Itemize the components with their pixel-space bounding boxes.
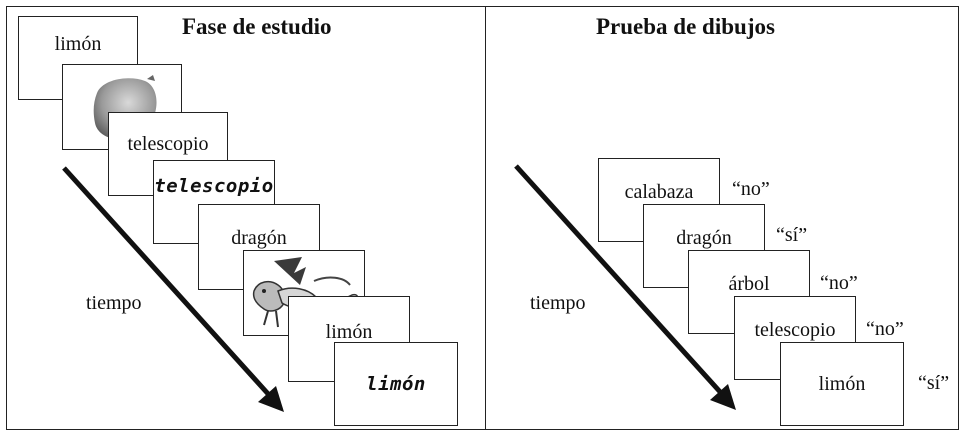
test-response-4: “no” (866, 318, 904, 340)
figure-frame (6, 6, 959, 430)
study-phase-title: Fase de estudio (182, 14, 332, 39)
test-card-5: limón (780, 342, 904, 426)
test-card-label: árbol (728, 273, 770, 295)
study-card-label: limón (325, 321, 373, 343)
panel-divider (485, 6, 486, 430)
test-card-label: limón (818, 373, 866, 395)
test-time-label: tiempo (530, 292, 586, 314)
test-card-label: calabaza (624, 181, 694, 203)
test-card-label: telescopio (754, 319, 836, 341)
study-card-label: limón (54, 33, 102, 55)
study-card-handwritten-label: telescopio (154, 175, 274, 197)
study-card-limon-handwritten: limón (334, 342, 458, 426)
test-response-1: “no” (732, 178, 770, 200)
test-response-2: “sí” (776, 224, 808, 246)
test-phase-title: Prueba de dibujos (596, 14, 775, 39)
test-response-5: “sí” (918, 372, 950, 394)
test-card-label: dragón (676, 227, 732, 249)
study-time-label: tiempo (86, 292, 142, 314)
study-card-label: telescopio (127, 133, 209, 155)
study-card-label: dragón (231, 227, 287, 249)
test-response-3: “no” (820, 272, 858, 294)
study-card-handwritten-label: limón (366, 373, 426, 395)
